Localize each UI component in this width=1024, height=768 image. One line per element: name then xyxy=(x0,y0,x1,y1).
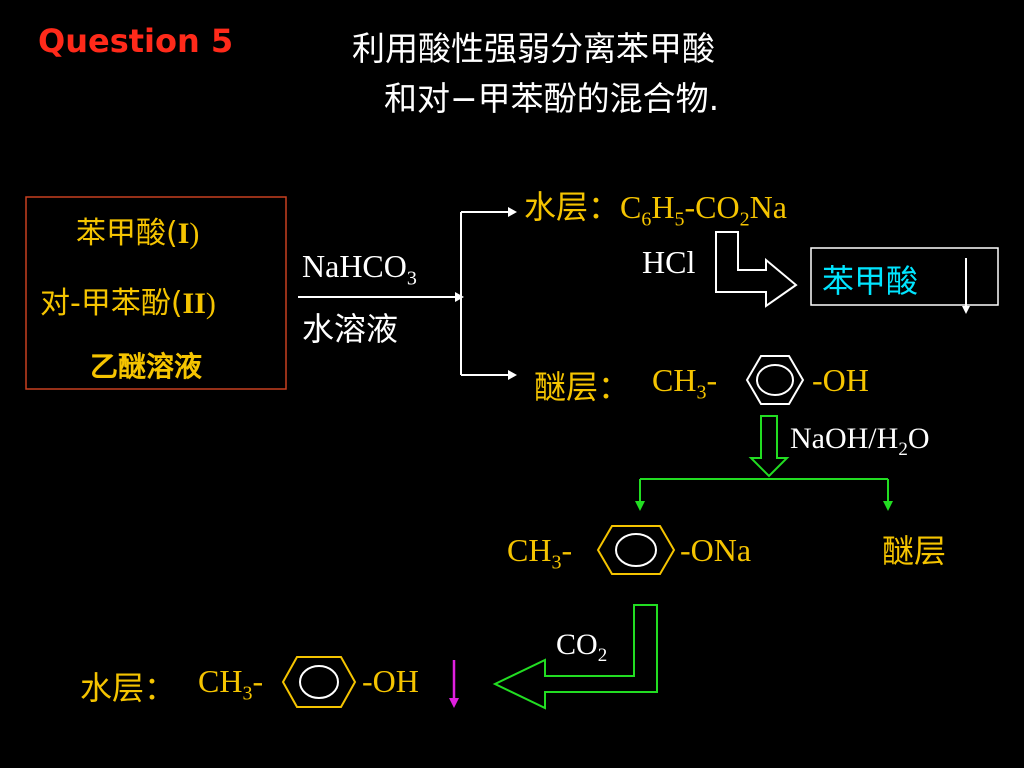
co2-hollow-arrow xyxy=(492,604,658,710)
salt-prefix-dash: - xyxy=(561,532,573,568)
final-layer-label: 水层： xyxy=(80,669,177,707)
reagent-nahco3-sub: 3 xyxy=(406,267,417,290)
water-formula-part: Na xyxy=(749,189,787,225)
mixture-line-3: 乙醚溶液 xyxy=(90,350,203,383)
reagent-naoh: NaOH/H2O xyxy=(790,422,929,461)
water-layer: 水层：C6H5-CO2Na xyxy=(524,182,787,231)
mixture-line-1-roman: I xyxy=(177,217,190,250)
product-box-border xyxy=(810,247,999,306)
reagent-co2-sub: 2 xyxy=(597,645,608,666)
mixture-line-1-cn: 苯甲酸( xyxy=(76,216,178,251)
ether-layer-prefix: CH3- xyxy=(652,362,717,404)
mixture-line-2-roman: II xyxy=(182,287,206,320)
final-prefix-main: CH xyxy=(198,663,243,699)
reagent-co2-main: CO xyxy=(556,628,598,661)
branch-right-arrowhead xyxy=(883,501,893,511)
benzene-ring-salt-circle xyxy=(615,533,657,567)
water-formula-part: 2 xyxy=(739,208,750,231)
salt-suffix: -ONa xyxy=(680,532,752,568)
water-formula-part: C xyxy=(620,189,642,225)
salt-prefix-sub: 3 xyxy=(551,551,562,574)
ether-prefix-dash: - xyxy=(706,362,718,398)
final-prefix-dash: - xyxy=(252,663,264,699)
water-formula-part: 6 xyxy=(641,208,652,231)
title-line-2: 和对−甲苯酚的混合物. xyxy=(384,79,720,118)
reagent-naoh-main: NaOH/H xyxy=(790,422,899,455)
water-formula-part: 5 xyxy=(674,208,685,231)
mixture-line-2-cn: 对-甲苯酚( xyxy=(40,286,183,321)
final-suffix: -OH xyxy=(362,663,419,699)
salt-prefix-main: CH xyxy=(507,532,552,568)
ether-layer-label: 醚层： xyxy=(534,368,631,406)
benzene-ring-ether-circle xyxy=(756,364,794,396)
reagent-co2: CO2 xyxy=(556,628,607,667)
water-formula-part: -CO xyxy=(684,189,740,225)
branch-ether-label: 醚层 xyxy=(882,532,947,570)
title-line-1: 利用酸性强弱分离苯甲酸 xyxy=(352,29,715,68)
benzene-ring-final-circle xyxy=(299,665,339,699)
question-label: Question 5 xyxy=(38,22,234,60)
reagent-hcl: HCl xyxy=(642,244,696,280)
splitter-ether-arrowhead xyxy=(508,370,517,380)
water-formula-part: H xyxy=(651,189,675,225)
mixture-box-border xyxy=(25,196,287,390)
water-layer-label: 水层： xyxy=(524,188,621,226)
naoh-hollow-down-arrow xyxy=(748,415,790,478)
benzene-ring-ether xyxy=(745,355,805,405)
mixture-line-1: 苯甲酸(I) xyxy=(76,208,199,252)
hcl-hollow-arrow xyxy=(715,231,798,308)
mixture-line-1-close: ) xyxy=(189,217,200,250)
benzene-ring-final xyxy=(281,656,357,708)
reagent-nahco3: NaHCO3 xyxy=(302,248,417,290)
salt-prefix: CH3- xyxy=(507,532,572,574)
mixture-line-2: 对-甲苯酚(II) xyxy=(40,278,216,322)
reagent-solvent: 水溶液 xyxy=(302,310,399,348)
reagent-naoh-end: O xyxy=(907,422,930,455)
precipitate-arrowhead-white xyxy=(962,306,970,314)
mixture-line-2-close: ) xyxy=(205,287,216,320)
reagent-nahco3-main: NaHCO xyxy=(302,248,407,284)
reagent-naoh-sub: 2 xyxy=(898,439,908,460)
final-prefix-sub: 3 xyxy=(242,682,253,705)
reagent1-arrowhead xyxy=(455,292,464,302)
ether-prefix-main: CH xyxy=(652,362,697,398)
precipitate-arrowhead-magenta xyxy=(449,698,459,708)
splitter-water-arrowhead xyxy=(508,207,517,217)
branch-left-arrowhead xyxy=(635,501,645,511)
water-layer-formula: C6H5-CO2Na xyxy=(620,189,787,230)
final-prefix: CH3- xyxy=(198,663,263,705)
benzene-ring-salt xyxy=(596,525,676,575)
product-benzoic-acid: 苯甲酸 xyxy=(822,262,919,300)
ether-prefix-sub: 3 xyxy=(696,381,707,404)
ether-layer-suffix: -OH xyxy=(812,362,869,398)
